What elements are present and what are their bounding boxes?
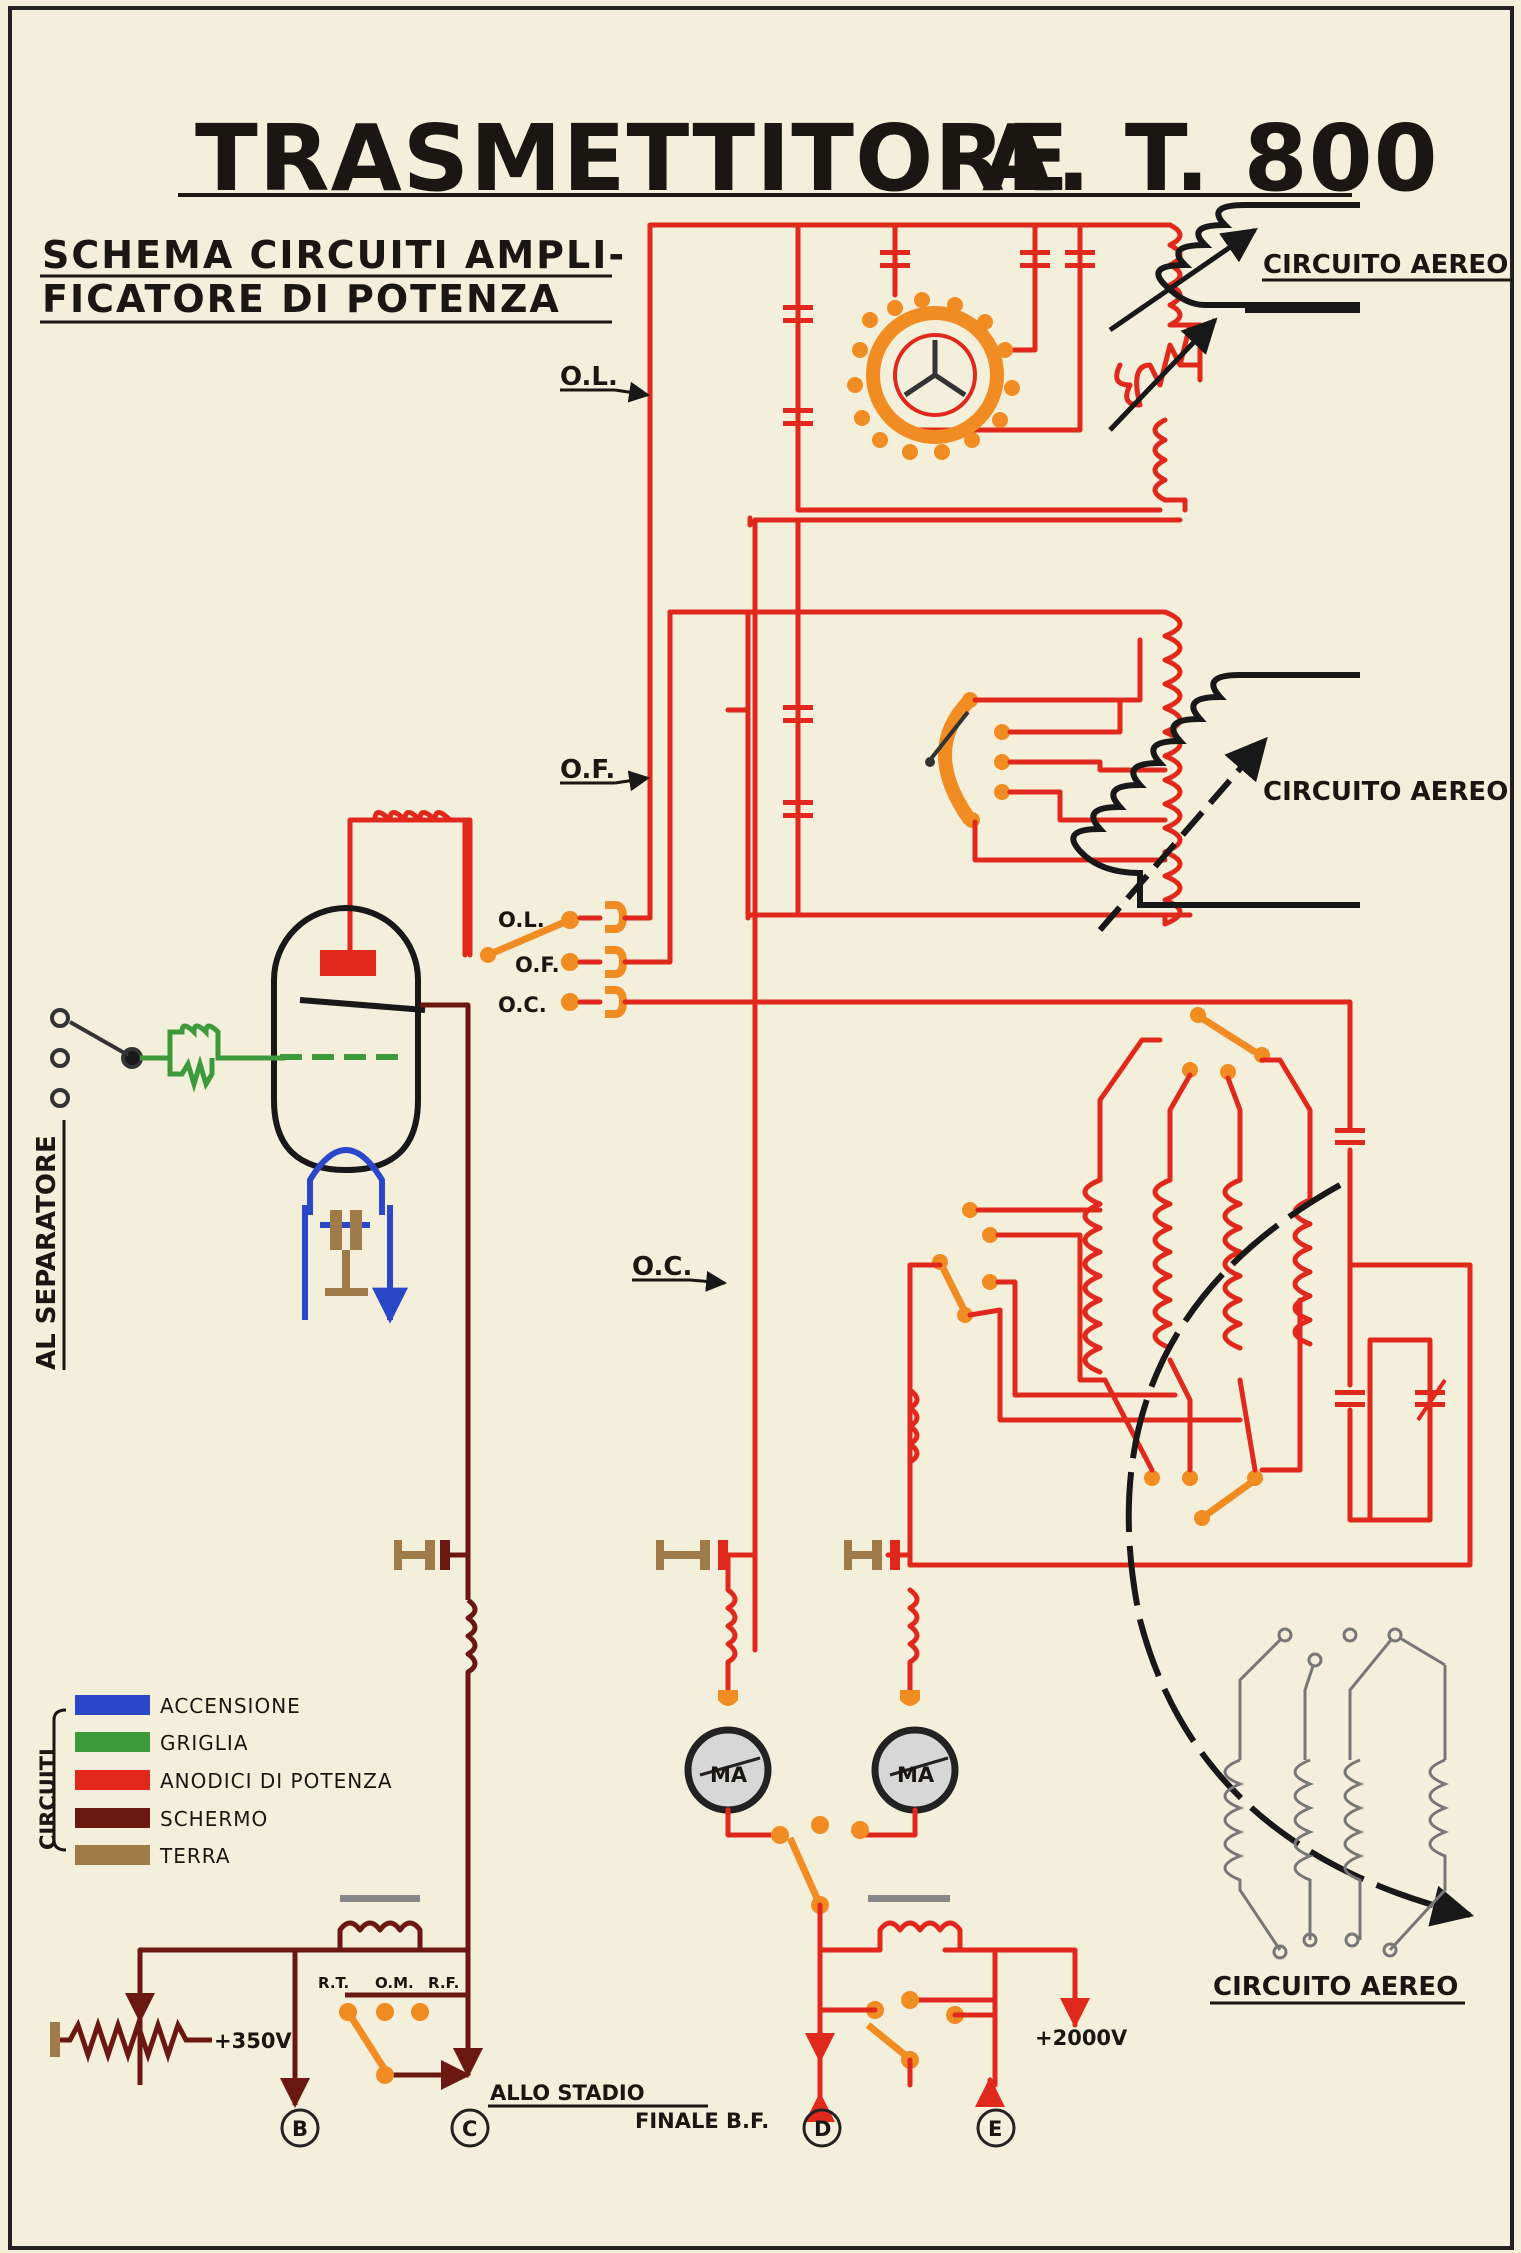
mode-label-rf: R.F. <box>428 1974 459 1992</box>
ol-coil-lower <box>1152 417 1188 513</box>
mode-label-om: O.M. <box>375 1974 414 1992</box>
ol-capacitor-1 <box>783 305 813 323</box>
legend-label-schermo: SCHERMO <box>160 1807 268 1831</box>
antenna-label-bottom: CIRCUITO AEREO <box>1213 1972 1458 2002</box>
rf-choke-left <box>725 1552 738 1693</box>
subtitle-line2: FICATORE DI POTENZA <box>42 277 561 321</box>
ol-capacitor-2 <box>783 408 813 426</box>
legend-item-schermo: SCHERMO <box>75 1807 268 1831</box>
terminal-c-label: C <box>462 2117 477 2141</box>
terminal-d: D <box>802 2108 842 2148</box>
legend-item-accensione: ACCENSIONE <box>75 1694 301 1718</box>
oc-aerial-coils: CIRCUITO AEREO <box>1210 1627 1465 2005</box>
ol-coil-middle <box>1114 322 1203 408</box>
legend-item-anodici: ANODICI DI POTENZA <box>75 1769 393 1793</box>
ol-capacitor-4 <box>1020 250 1050 268</box>
terminal-d-label: D <box>814 2117 831 2141</box>
rf-choke-right <box>907 1587 920 1693</box>
meter-right-label: MA <box>897 1763 935 1787</box>
of-switch-label: O.F. <box>515 953 560 977</box>
tube-envelope <box>271 905 421 1174</box>
of-main-coil <box>1162 609 1183 927</box>
of-arrow-label: O.F. <box>560 755 615 785</box>
legend: CIRCUITI ACCENSIONE GRIGLIA ANODICI DI P… <box>36 1694 393 1868</box>
tube-filament <box>307 1147 385 1215</box>
of-aerial-coil <box>1070 672 1360 908</box>
oc-coil-4 <box>1292 1197 1313 1347</box>
ol-arrow-label: O.L. <box>560 362 618 392</box>
supply-rheostat <box>55 2017 212 2063</box>
of-capacitor-1 <box>783 705 813 723</box>
of-capacitor-2 <box>783 800 813 818</box>
oc-coil-3 <box>1222 1177 1243 1351</box>
terminal-b-label: B <box>292 2117 308 2141</box>
ol-capacitor-5 <box>1065 250 1095 268</box>
legend-label-accensione: ACCENSIONE <box>160 1694 301 1718</box>
grid-rf-choke <box>167 1023 238 1093</box>
ht-filter-choke <box>877 1920 963 1953</box>
supply-2000v: +2000V <box>1035 2026 1128 2050</box>
legend-label-griglia: GRIGLIA <box>160 1731 249 1755</box>
stage-label-line1: ALLO STADIO <box>490 2081 645 2105</box>
terminal-b: B <box>280 2075 320 2148</box>
oc-switch-label: O.C. <box>498 993 547 1017</box>
grid-input: AL SEPARATORE <box>32 1008 285 1370</box>
earth-capacitor-left <box>656 1540 728 1570</box>
sheet-border <box>8 6 1514 2250</box>
oc-capacitor-variable <box>1415 1378 1447 1422</box>
anode-coil <box>347 810 468 958</box>
milliammeter-right: MA <box>871 1726 959 1814</box>
antenna-label-middle: CIRCUITO AEREO <box>1263 777 1508 807</box>
ol-tank-circuit: CIRCUITO AEREO <box>647 202 1512 921</box>
of-tap-selector <box>925 637 1168 863</box>
supply-350v: +350V <box>214 2029 292 2053</box>
oc-coil-2 <box>1152 1177 1173 1351</box>
legend-item-terra: TERRA <box>75 1844 231 1868</box>
legend-label-terra: TERRA <box>159 1844 231 1868</box>
ol-capacitor-3 <box>880 250 910 268</box>
tube-anode <box>320 950 376 976</box>
plate-supply: MA MA +2000V <box>656 1540 1128 2122</box>
screen-choke <box>453 1597 483 2078</box>
legend-label-anodici: ANODICI DI POTENZA <box>160 1769 393 1793</box>
ol-rotary-selector <box>847 292 1020 460</box>
side-label: AL SEPARATORE <box>32 1135 62 1370</box>
power-tube <box>271 810 468 1321</box>
oc-capacitor-fixed <box>1335 1390 1365 1407</box>
subtitle-line1: SCHEMA CIRCUITI AMPLI- <box>42 233 626 277</box>
tube-screen-grid <box>299 997 426 1013</box>
oc-tank-circuit <box>907 1007 1475 1927</box>
of-tank-circuit: CIRCUITO AEREO <box>667 517 1508 1653</box>
screen-supply: +350V R.T. O.M. R.F. <box>50 1002 483 2085</box>
oc-anode-choke <box>907 1387 920 1568</box>
legend-group-label: CIRCUITI <box>36 1748 60 1850</box>
screen-filter-choke <box>337 1920 423 1950</box>
filament-capacitor <box>325 1210 368 1296</box>
antenna-label-top: CIRCUITO AEREO <box>1263 250 1508 280</box>
band-switch: O.L. O.F. O.C. <box>367 609 1353 1123</box>
legend-item-griglia: GRIGLIA <box>75 1731 249 1755</box>
terminal-c: C <box>450 2108 490 2148</box>
mode-label-rt: R.T. <box>318 1974 349 1992</box>
oc-arrow-label: O.C. <box>632 1252 692 1282</box>
screen-bypass-capacitor <box>394 1540 450 1570</box>
terminal-e: E <box>976 2108 1016 2148</box>
ol-aerial-coil <box>1155 202 1360 308</box>
milliammeter-left: MA <box>684 1726 772 1814</box>
meter-left-label: MA <box>710 1763 748 1787</box>
oc-capacitor-series <box>1335 1128 1365 1145</box>
stage-label-line2: FINALE B.F. <box>635 2109 769 2133</box>
terminal-e-label: E <box>988 2117 1002 2141</box>
earth-capacitor-right <box>844 1540 900 1570</box>
ol-switch-label: O.L. <box>498 908 545 932</box>
